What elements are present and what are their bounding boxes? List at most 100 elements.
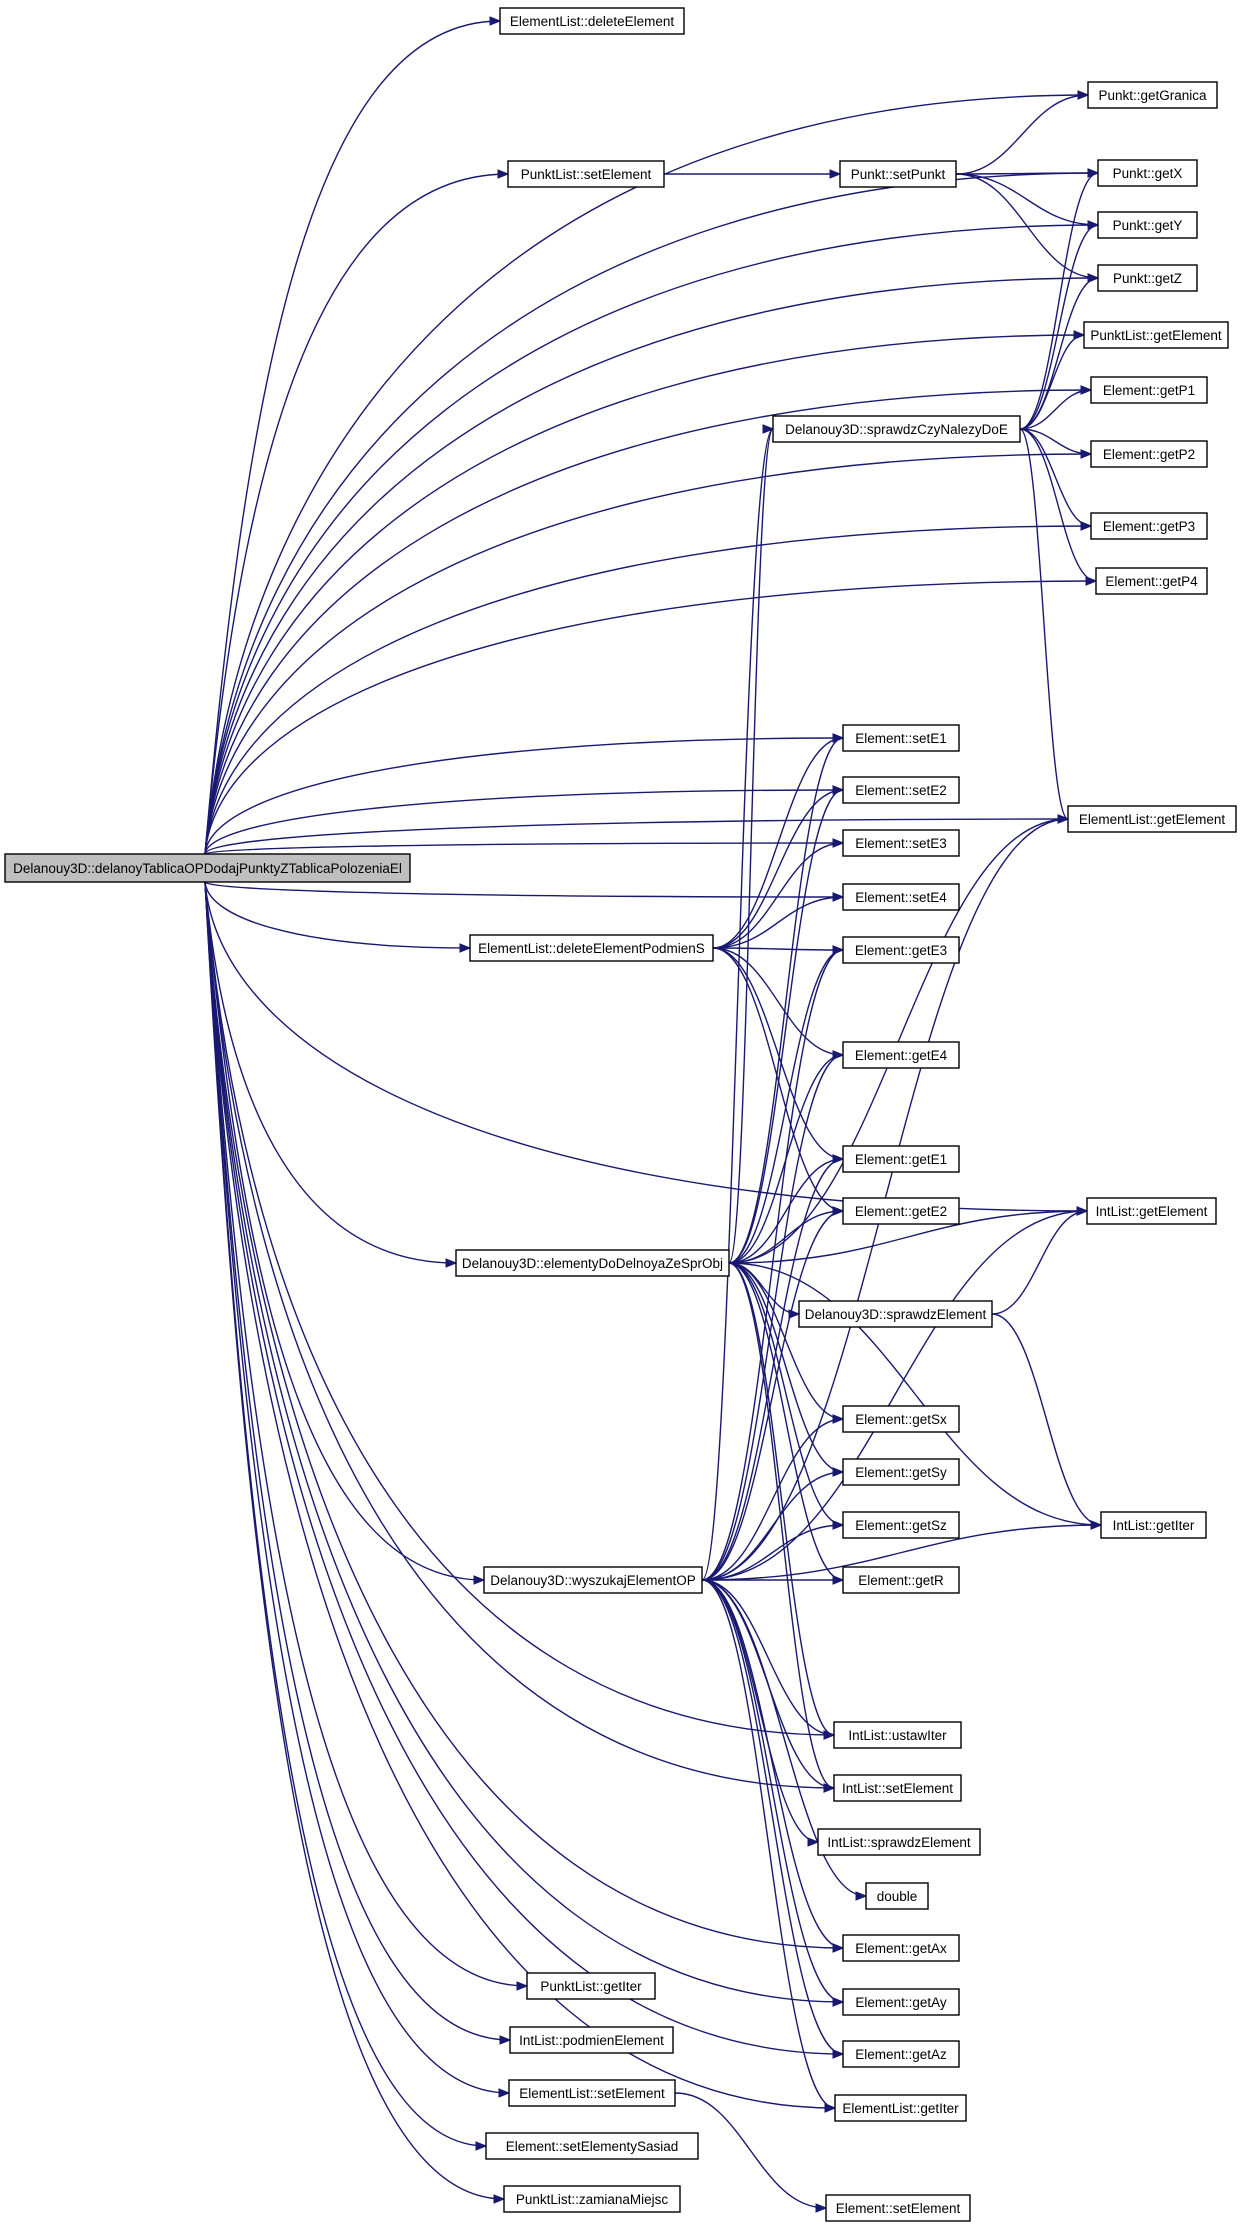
node-el-setelement[interactable]: ElementList::setElement: [508, 2079, 676, 2107]
arrowhead: [762, 424, 775, 434]
node-e-setelementysasiad[interactable]: Element::setElementySasiad: [485, 2132, 699, 2160]
edge-d-elementydo-to-e-gete3: [728, 949, 844, 1264]
node-e-getp2[interactable]: Element::getP2: [1090, 440, 1208, 468]
node-d-sprawdzelement[interactable]: Delanouy3D::sprawdzElement: [798, 1300, 993, 1328]
arrowhead: [459, 943, 472, 953]
edge-d-sprawdzelement-to-il-getiter: [991, 1313, 1102, 1526]
arrowhead: [1087, 220, 1100, 230]
arrowhead: [832, 1154, 845, 1164]
arrowhead: [497, 169, 510, 179]
node-e-getr[interactable]: Element::getR: [842, 1566, 960, 1594]
arrowhead: [832, 1997, 845, 2007]
node-label: Element::setE1: [855, 731, 947, 746]
node-e-gete2[interactable]: Element::getE2: [842, 1197, 960, 1225]
arrowhead: [832, 1414, 845, 1424]
node-pl-zamiana[interactable]: PunktList::zamianaMiejsc: [503, 2185, 681, 2213]
arrowhead: [832, 1520, 845, 1530]
node-p-getx[interactable]: Punkt::getX: [1097, 159, 1198, 187]
node-e-getp1[interactable]: Element::getP1: [1090, 376, 1208, 404]
node-e-getsx[interactable]: Element::getSx: [842, 1405, 960, 1433]
edge-root-to-e-getp3: [204, 525, 1092, 855]
node-il-getelement[interactable]: IntList::getElement: [1086, 1197, 1217, 1225]
node-label: Delanouy3D::sprawdzCzyNalezyDoE: [785, 422, 1008, 437]
node-pl-setelement[interactable]: PunktList::setElement: [507, 160, 665, 188]
node-e-getp3[interactable]: Element::getP3: [1090, 512, 1208, 540]
node-el-delete[interactable]: ElementList::deleteElement: [499, 7, 685, 35]
node-box: [842, 829, 960, 857]
node-box: [1100, 1511, 1207, 1539]
edge-d-sprawdzczy-to-pl-getelement: [1019, 334, 1085, 430]
node-e-getsy[interactable]: Element::getSy: [842, 1458, 960, 1486]
node-e-getax[interactable]: Element::getAx: [842, 1934, 960, 1962]
node-box: [1086, 1197, 1217, 1225]
call-edges: [204, 16, 1103, 2213]
edge-d-wyszukaj-to-e-gete3: [701, 949, 844, 1581]
node-root[interactable]: Delanouy3D::delanoyTablicaOPDodajPunktyZ…: [4, 853, 411, 883]
edge-d-wyszukaj-to-il-getiter: [701, 1524, 1102, 1581]
node-box: [842, 1197, 960, 1225]
edge-d-sprawdzczy-to-e-getp4: [1019, 428, 1097, 582]
node-label: Element::getSz: [855, 1518, 947, 1533]
arrowhead: [832, 2049, 845, 2059]
arrowhead: [832, 1206, 845, 1216]
node-e-gete4[interactable]: Element::getE4: [842, 1041, 960, 1069]
node-box: [842, 1458, 960, 1486]
node-e-sete3[interactable]: Element::setE3: [842, 829, 960, 857]
node-e-getsz[interactable]: Element::getSz: [842, 1511, 960, 1539]
edge-root-to-e-getp1: [204, 389, 1092, 855]
node-e-getp4[interactable]: Element::getP4: [1095, 567, 1208, 595]
node-label: PunktList::getElement: [1090, 328, 1222, 343]
node-box: [507, 160, 665, 188]
node-e-getaz[interactable]: Element::getAz: [842, 2040, 960, 2068]
arrowhead: [473, 1575, 486, 1585]
node-double[interactable]: double: [865, 1882, 929, 1910]
arrowhead: [832, 838, 845, 848]
arrowhead: [855, 1891, 868, 1901]
node-box: [865, 1882, 929, 1910]
node-d-elementydo[interactable]: Delanouy3D::elementyDoDelnoyaZeSprObj: [455, 1249, 730, 1277]
node-il-getiter[interactable]: IntList::getIter: [1100, 1511, 1207, 1539]
edge-root-to-il-ustawiter: [204, 881, 835, 1736]
node-e-sete1[interactable]: Element::setE1: [842, 724, 960, 752]
node-label: IntList::sprawdzElement: [827, 1835, 971, 1850]
edge-root-to-pl-getiter: [204, 881, 528, 1987]
arrowhead: [832, 945, 845, 955]
node-pl-getelement[interactable]: PunktList::getElement: [1083, 321, 1229, 349]
node-box: [772, 415, 1021, 443]
node-p-gety[interactable]: Punkt::getY: [1097, 211, 1198, 239]
node-box: [842, 1988, 960, 2016]
node-e-gete3[interactable]: Element::getE3: [842, 936, 960, 964]
edge-d-sprawdzczy-to-p-getx: [1019, 172, 1099, 430]
node-el-deletepodmien[interactable]: ElementList::deleteElementPodmienS: [469, 934, 714, 962]
node-e-gete1[interactable]: Element::getE1: [842, 1145, 960, 1173]
node-p-getgranica[interactable]: Punkt::getGranica: [1087, 81, 1218, 109]
node-e-setelement[interactable]: Element::setElement: [825, 2194, 971, 2222]
node-p-setpunkt[interactable]: Punkt::setPunkt: [839, 160, 957, 188]
node-il-podmien[interactable]: IntList::podmienElement: [509, 2026, 674, 2054]
node-e-sete2[interactable]: Element::setE2: [842, 776, 960, 804]
node-il-ustawiter[interactable]: IntList::ustawIter: [833, 1721, 962, 1749]
node-e-sete4[interactable]: Element::setE4: [842, 883, 960, 911]
node-el-getiter[interactable]: ElementList::getIter: [834, 2094, 967, 2122]
node-il-sprawdz[interactable]: IntList::sprawdzElement: [817, 1828, 981, 1856]
node-box: [842, 1145, 960, 1173]
node-box: [839, 160, 957, 188]
edge-d-wyszukaj-to-e-getsx: [701, 1418, 844, 1581]
node-label: ElementList::getIter: [842, 2101, 959, 2116]
node-box: [817, 1828, 981, 1856]
node-il-setelement[interactable]: IntList::setElement: [833, 1774, 962, 1802]
node-box: [1067, 805, 1237, 833]
node-p-getz[interactable]: Punkt::getZ: [1097, 264, 1198, 292]
node-e-getay[interactable]: Element::getAy: [842, 1988, 960, 2016]
edge-root-to-e-sete2: [204, 789, 844, 855]
node-label: Punkt::getZ: [1113, 271, 1182, 286]
node-el-getelement[interactable]: ElementList::getElement: [1067, 805, 1237, 833]
node-label: Element::getAx: [855, 1941, 947, 1956]
edge-p-setpunkt-to-p-getz: [955, 173, 1099, 279]
arrowhead: [824, 2103, 837, 2113]
node-label: Delanouy3D::sprawdzElement: [805, 1307, 987, 1322]
node-d-sprawdzczy[interactable]: Delanouy3D::sprawdzCzyNalezyDoE: [772, 415, 1021, 443]
node-pl-getiter[interactable]: PunktList::getIter: [526, 1972, 656, 2000]
node-d-wyszukaj[interactable]: Delanouy3D::wyszukajElementOP: [483, 1566, 703, 1594]
node-box: [842, 1405, 960, 1433]
